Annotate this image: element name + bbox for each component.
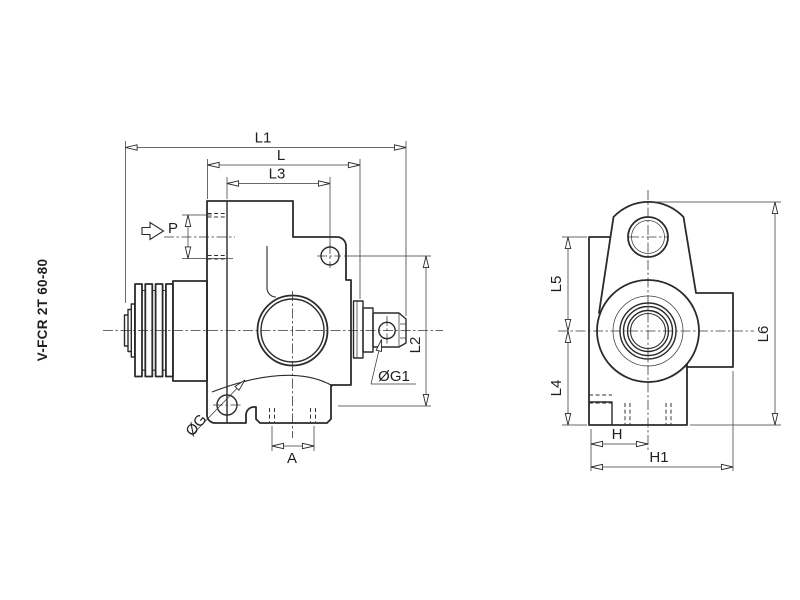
dim-label-l2: L2 <box>407 337 424 354</box>
front-hidden-lines <box>589 394 672 425</box>
front-view-dimensions: L5 L4 L6 H H1 <box>548 201 781 471</box>
fin-gap-lines <box>142 289 166 371</box>
spring-housing <box>171 280 208 382</box>
dim-label-h: H <box>612 426 623 443</box>
flow-direction-icon <box>141 221 165 241</box>
dim-label-a: A <box>287 450 297 467</box>
front-foot-step <box>589 401 613 425</box>
dim-label-l5: L5 <box>548 276 565 293</box>
body-step-line <box>266 246 277 298</box>
foot-mount-hole <box>216 394 238 416</box>
model-designation: V-FCR 2T 60-80 <box>35 259 50 361</box>
dim-label-l4: L4 <box>548 380 565 397</box>
lug-hole-outer <box>627 216 669 258</box>
dim-label-og1: ØG1 <box>378 368 410 385</box>
dim-label-h1: H1 <box>649 449 668 466</box>
front-body-outline <box>588 200 734 426</box>
side-port-inner <box>260 298 325 363</box>
dim-label-l1: L1 <box>255 130 272 147</box>
bottom-port-hidden-lines <box>269 408 316 422</box>
valve-body-outline <box>206 200 352 424</box>
body-sweep-arc <box>211 374 334 393</box>
side-port-outer <box>256 294 329 367</box>
dim-label-p: P <box>168 220 178 237</box>
dim-label-l: L <box>277 147 285 164</box>
side-view: L1 L L3 P L2 A ØG <box>103 130 443 467</box>
p-port-hidden-lines <box>207 213 227 260</box>
outlet-nipple <box>352 300 407 359</box>
lug-hole-chamfer <box>631 220 665 254</box>
front-view: L5 L4 L6 H H1 <box>548 190 781 471</box>
dim-label-l6: L6 <box>755 326 772 343</box>
dim-label-l3: L3 <box>269 166 286 183</box>
adjuster-fins <box>134 283 174 378</box>
front-port-circles <box>596 279 700 383</box>
